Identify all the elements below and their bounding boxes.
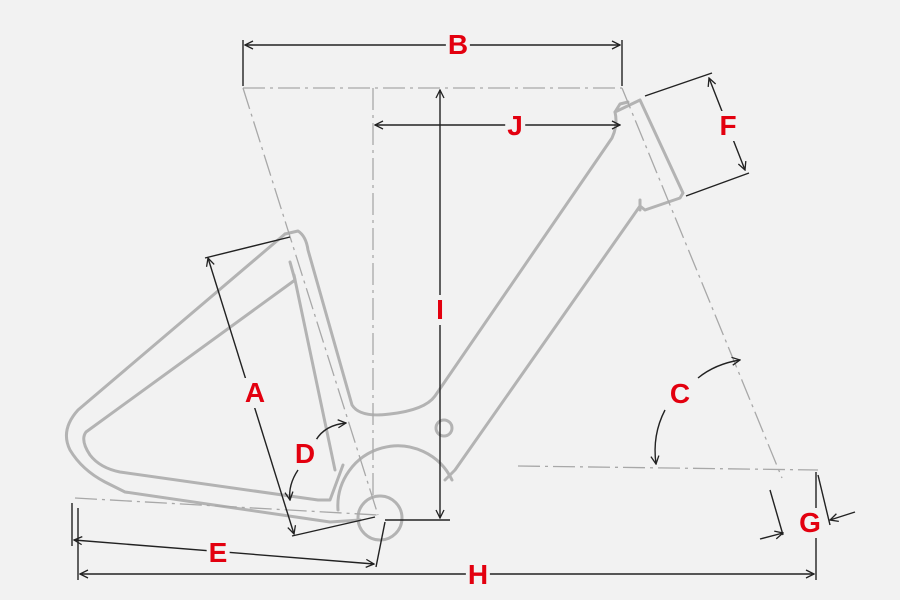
label-a: A [242, 377, 268, 408]
label-d: D [292, 438, 318, 469]
frame-outline [64, 98, 685, 542]
label-h: H [465, 559, 491, 590]
label-g: G [797, 507, 823, 538]
label-e: E [206, 537, 230, 568]
label-b: B [445, 29, 471, 60]
reference-lines [74, 87, 819, 516]
label-j: J [505, 110, 525, 141]
label-c: C [667, 378, 693, 409]
label-i: I [434, 294, 446, 325]
label-f: F [717, 110, 739, 141]
